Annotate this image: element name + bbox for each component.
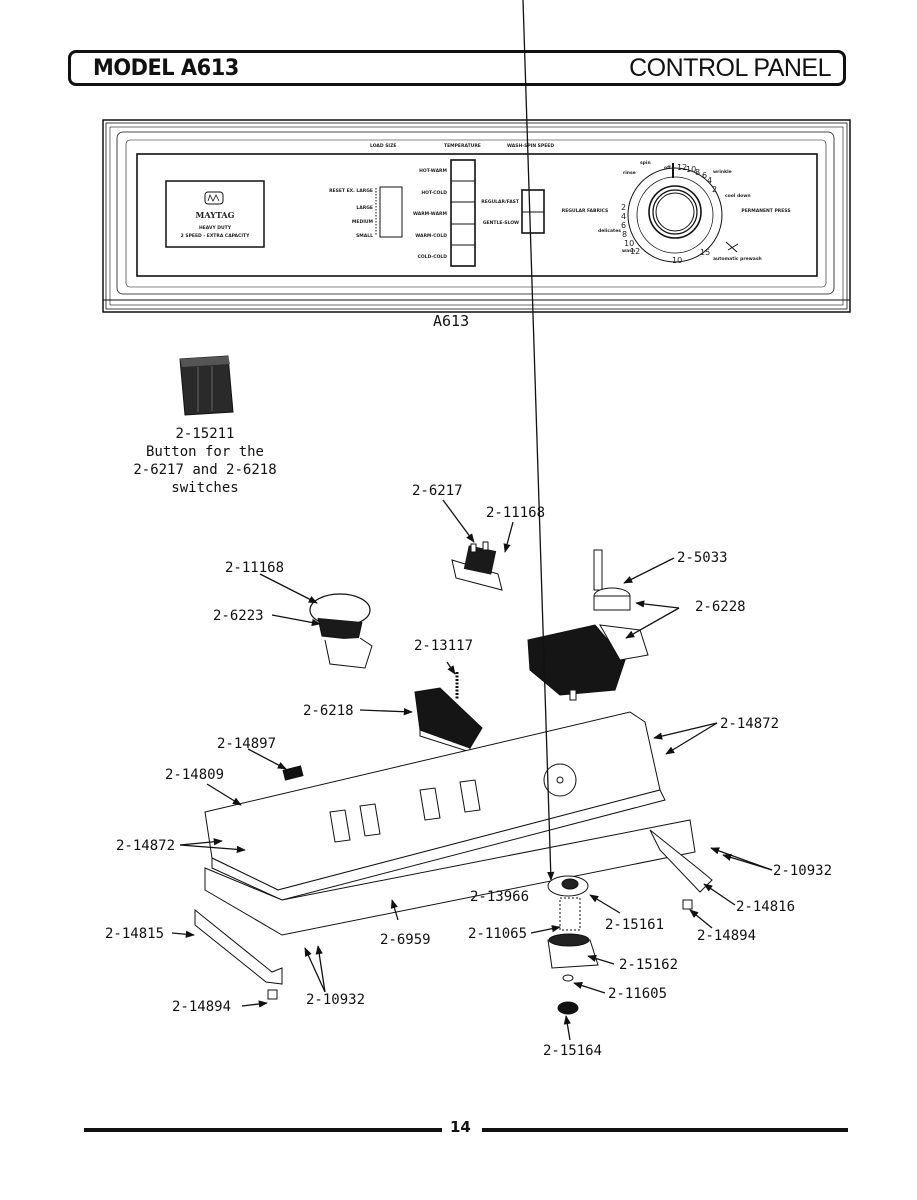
- page-number: 14: [450, 1118, 471, 1136]
- callout-label: 2-14894: [697, 928, 757, 944]
- callout-label: 2-11168: [225, 560, 285, 576]
- temperature-option: COLD-COLD: [418, 254, 448, 260]
- callout-label: 2-11168: [486, 505, 546, 521]
- callout-label: 2-14894: [172, 999, 232, 1015]
- dial-number: 2: [621, 203, 626, 212]
- callout-label: 2-10932: [306, 992, 366, 1008]
- button-part-description: Button for the: [145, 444, 264, 460]
- callout-label: 2-14872: [116, 838, 176, 854]
- dial-number: 4: [707, 176, 712, 185]
- timer-dial: [627, 163, 739, 263]
- delicates-label: delicates: [598, 228, 621, 234]
- callout-label: 2-15164: [543, 1043, 603, 1059]
- callout-label: 2-14815: [105, 926, 165, 942]
- callout-label: 2-14872: [720, 716, 780, 732]
- wash-spin-label: WASH-SPIN SPEED: [507, 143, 554, 149]
- footer-rule-right: [482, 1128, 848, 1132]
- badge-line: HEAVY DUTY: [199, 225, 232, 231]
- panel-labels: LOAD SIZE TEMPERATURE WASH-SPIN SPEED RE…: [181, 143, 791, 265]
- callout-label: 2-5033: [677, 550, 728, 566]
- callout-label: 2-6959: [380, 932, 431, 948]
- control-panel-illustration: [102, 119, 851, 313]
- temperature-label: TEMPERATURE: [444, 143, 481, 149]
- dial-number: 10: [624, 239, 634, 248]
- callout-label: 2-14897: [217, 736, 277, 752]
- prewash-label: automatic prewash: [713, 256, 762, 262]
- temperature-option: HOT-WARM: [419, 168, 447, 174]
- permanent-press-label: PERMANENT PRESS: [741, 208, 790, 214]
- dial-number: 12: [677, 163, 687, 172]
- callout-label: 2-15162: [619, 957, 679, 973]
- model-title: MODEL A613: [93, 56, 239, 81]
- brand-name: MAYTAG: [196, 210, 235, 220]
- callout-label: 2-6228: [695, 599, 746, 615]
- dial-number: 4: [621, 212, 626, 221]
- button-part-illustration: [179, 355, 234, 416]
- switch-6218-illustration: [414, 687, 483, 753]
- leader-arrows: [171, 0, 773, 1041]
- load-option: SMALL: [356, 233, 373, 239]
- wrinkle-label: wrinkle: [713, 169, 732, 175]
- callout-label: 2-6217: [412, 483, 463, 499]
- callout-label: 2-11065: [468, 926, 528, 942]
- speed-option: REGULAR/FAST: [481, 199, 520, 205]
- temperature-option: WARM-COLD: [415, 233, 447, 239]
- maytag-badge: [165, 180, 265, 248]
- callout-label: 2-6223: [213, 608, 264, 624]
- spin-label: spin: [640, 160, 651, 166]
- temperature-option: HOT-COLD: [421, 190, 447, 196]
- dial-number: 15: [700, 248, 710, 257]
- page-header: MODEL A613 CONTROL PANEL: [68, 50, 846, 86]
- regular-fabrics-label: REGULAR FABRICS: [562, 208, 609, 214]
- dial-number: 2: [712, 185, 717, 194]
- dial-number: 12: [630, 247, 640, 256]
- speed-option: GENTLE-SLOW: [483, 220, 519, 226]
- callout-label: 2-14809: [165, 767, 225, 783]
- off-label: off: [664, 165, 671, 171]
- dial-number: 6: [702, 171, 707, 180]
- panel-caption: A613: [433, 312, 470, 330]
- wash-label: wash: [622, 248, 635, 254]
- button-part-number: 2-15211: [175, 426, 235, 442]
- dial-number: 10: [686, 165, 696, 174]
- dial-number: 6: [621, 221, 626, 230]
- callout-label: 2-13117: [414, 638, 474, 654]
- timer-illustration: [527, 549, 649, 701]
- dial-number: 8: [695, 168, 700, 177]
- callout-label: 2-11605: [608, 986, 668, 1002]
- callout-label: 2-15161: [605, 917, 665, 933]
- badge-line: 2 SPEED - EXTRA CAPACITY: [181, 233, 250, 239]
- console-bracket-illustration: [194, 711, 713, 1000]
- load-size-label: LOAD SIZE: [370, 143, 396, 149]
- dial-number: 8: [622, 230, 627, 239]
- callout-label: 2-6218: [303, 703, 354, 719]
- section-title: CONTROL PANEL: [629, 54, 831, 82]
- callout-label: 2-14816: [736, 899, 796, 915]
- temperature-option: WARM-WARM: [413, 211, 448, 217]
- switch-6217-illustration: [451, 541, 503, 591]
- knob-assembly-illustration: [547, 875, 599, 1015]
- temperature-buttons: [450, 159, 476, 267]
- speed-buttons: [521, 189, 545, 234]
- cool-down-label: cool down: [725, 193, 751, 199]
- button-part-description: switches: [171, 480, 239, 496]
- load-option: MEDIUM: [352, 219, 374, 225]
- callout-label: 2-13966: [470, 889, 530, 905]
- load-option: LARGE: [356, 205, 373, 211]
- load-option: RESET EX. LARGE: [329, 188, 373, 194]
- button-part-description: 2-6217 and 2-6218: [133, 462, 277, 478]
- callout-label: 2-10932: [773, 863, 833, 879]
- footer-rule-left: [84, 1128, 442, 1132]
- rinse-label: rinse: [623, 170, 636, 176]
- dial-number: 10: [672, 256, 682, 265]
- button-part-caption: 2-15211 Button for the 2-6217 and 2-6218…: [120, 425, 290, 497]
- pressure-switch-illustration: [309, 593, 373, 669]
